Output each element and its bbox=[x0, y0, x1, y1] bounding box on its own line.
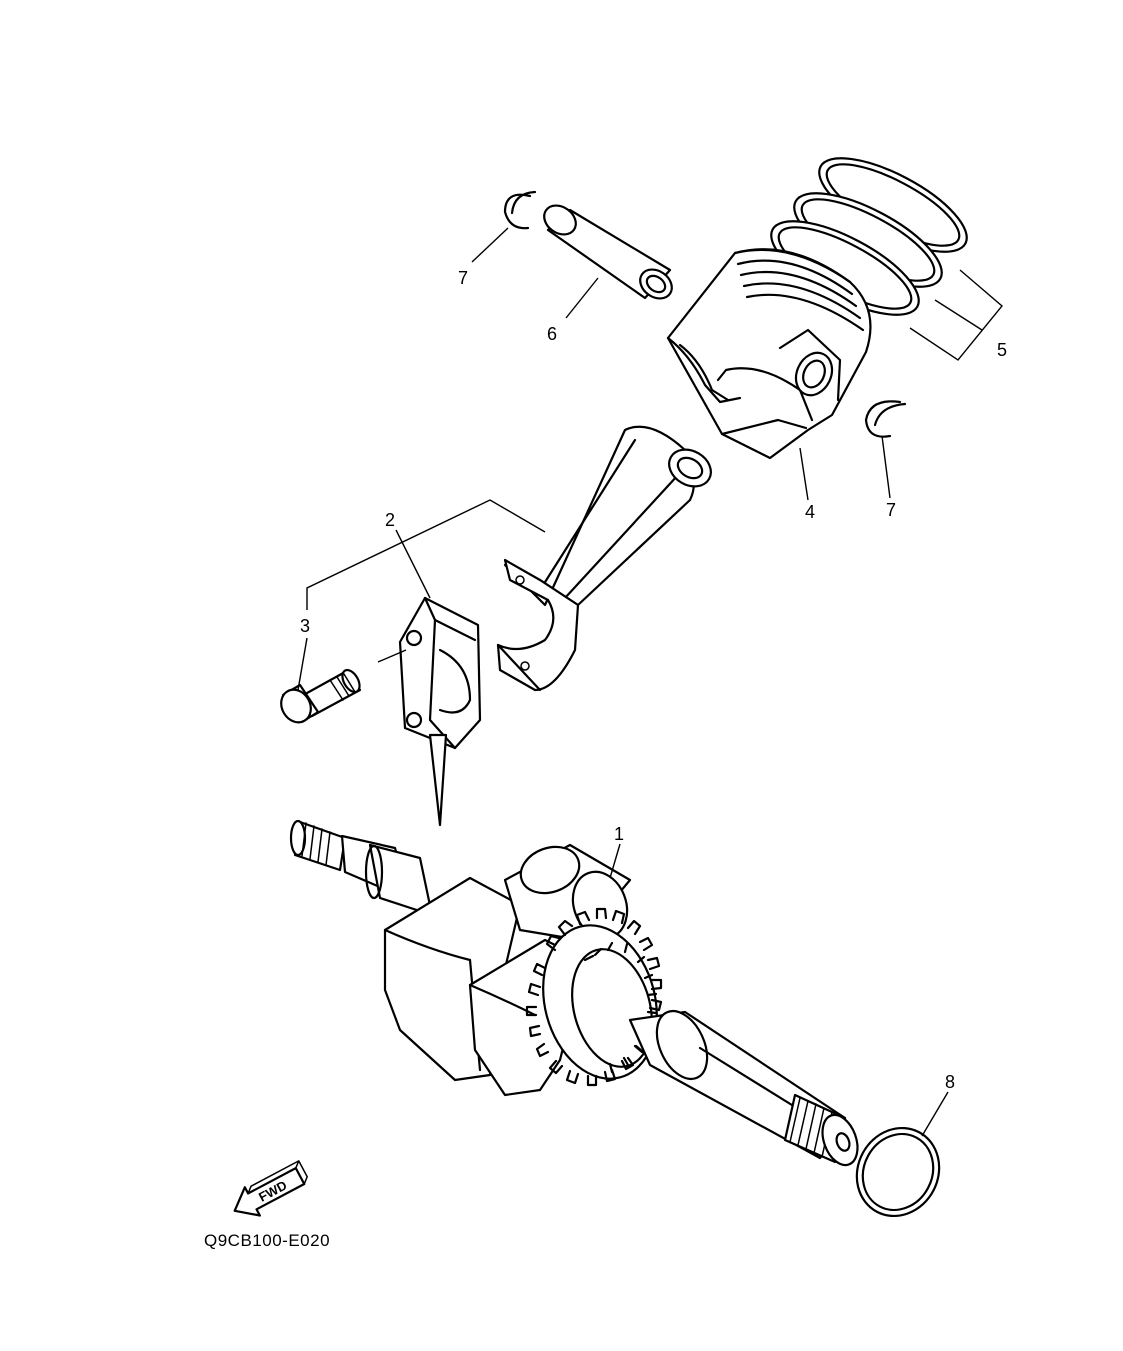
callout-8: 8 bbox=[945, 1072, 955, 1092]
connecting-rod-cap bbox=[398, 596, 482, 750]
fwd-direction-arrow: FWD bbox=[233, 1160, 308, 1217]
connecting-rod-bolt bbox=[280, 649, 407, 724]
callout-5: 5 bbox=[997, 340, 1007, 360]
diagram-code: Q9CB100-E020 bbox=[204, 1231, 330, 1250]
callout-6: 6 bbox=[547, 324, 557, 344]
piston-ring-set bbox=[770, 157, 968, 316]
callout-4: 4 bbox=[805, 502, 815, 522]
callout-7-right: 7 bbox=[886, 500, 896, 520]
callout-1: 1 bbox=[614, 824, 624, 844]
circlip-top bbox=[503, 190, 537, 230]
callout-2: 2 bbox=[385, 510, 395, 530]
crankshaft bbox=[289, 819, 859, 1167]
callout-7-top: 7 bbox=[458, 268, 468, 288]
connecting-rod bbox=[496, 425, 712, 692]
leader-lines bbox=[297, 227, 1003, 1137]
circlip-right bbox=[864, 400, 907, 438]
piston-pin bbox=[543, 204, 673, 300]
callout-3: 3 bbox=[300, 616, 310, 636]
piston bbox=[666, 248, 872, 460]
timing-gear bbox=[525, 907, 663, 1087]
o-ring bbox=[855, 1126, 941, 1218]
callouts: 1 2 3 4 5 6 7 7 8 bbox=[300, 268, 1007, 1092]
pointer-spike bbox=[428, 733, 448, 827]
